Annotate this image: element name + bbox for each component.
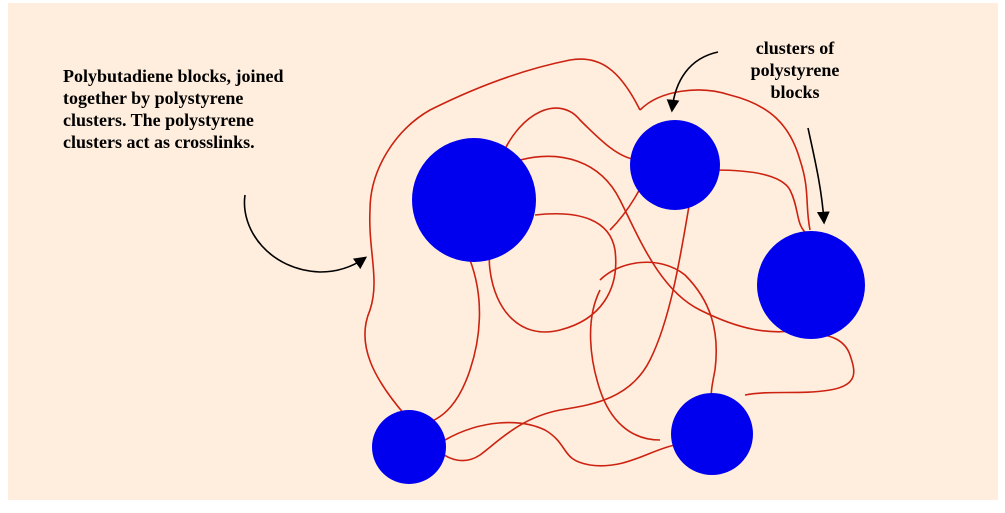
caption-line: clusters of <box>755 38 835 58</box>
polystyrene-cluster-bottom-right <box>671 393 753 475</box>
polybutadiene-chain <box>599 261 718 406</box>
polybutadiene-chain <box>488 212 617 333</box>
polybutadiene-chain <box>519 155 801 333</box>
caption-line: clusters act as crosslinks. <box>63 132 255 152</box>
polybutadiene-chain <box>439 199 691 462</box>
top-caption-arrow-right <box>807 127 830 225</box>
polybutadiene-chain <box>444 421 676 467</box>
polystyrene-cluster-right <box>757 231 865 339</box>
caption-line: together by polystyrene <box>63 88 244 108</box>
polybutadiene-chains <box>364 58 855 467</box>
polystyrene-cluster-top-right <box>630 120 720 210</box>
polystyrene-cluster-large <box>412 138 536 262</box>
polybutadiene-chain <box>589 289 661 441</box>
caption-line: polystyrene <box>750 60 840 80</box>
caption-line: Polybutadiene blocks, joined <box>63 66 284 86</box>
caption-line: clusters. The polystyrene <box>63 110 254 130</box>
polystyrene-caption: clusters of polystyrene blocks <box>710 37 880 103</box>
polybutadiene-chain <box>714 169 809 236</box>
caption-line: blocks <box>770 82 820 102</box>
polybutadiene-chain <box>744 334 855 396</box>
polystyrene-clusters <box>372 120 865 484</box>
top-caption-arrow-left <box>666 51 719 113</box>
polybutadiene-chain <box>419 259 481 426</box>
polybutadiene-chain <box>364 58 641 441</box>
left-caption-arrow <box>243 194 368 273</box>
polybutadiene-caption: Polybutadiene blocks, joined together by… <box>63 65 393 153</box>
polystyrene-cluster-bottom-left <box>372 410 446 484</box>
polybutadiene-chain <box>639 89 811 231</box>
polybutadiene-chain <box>499 107 641 161</box>
pointer-arrows <box>243 51 830 273</box>
